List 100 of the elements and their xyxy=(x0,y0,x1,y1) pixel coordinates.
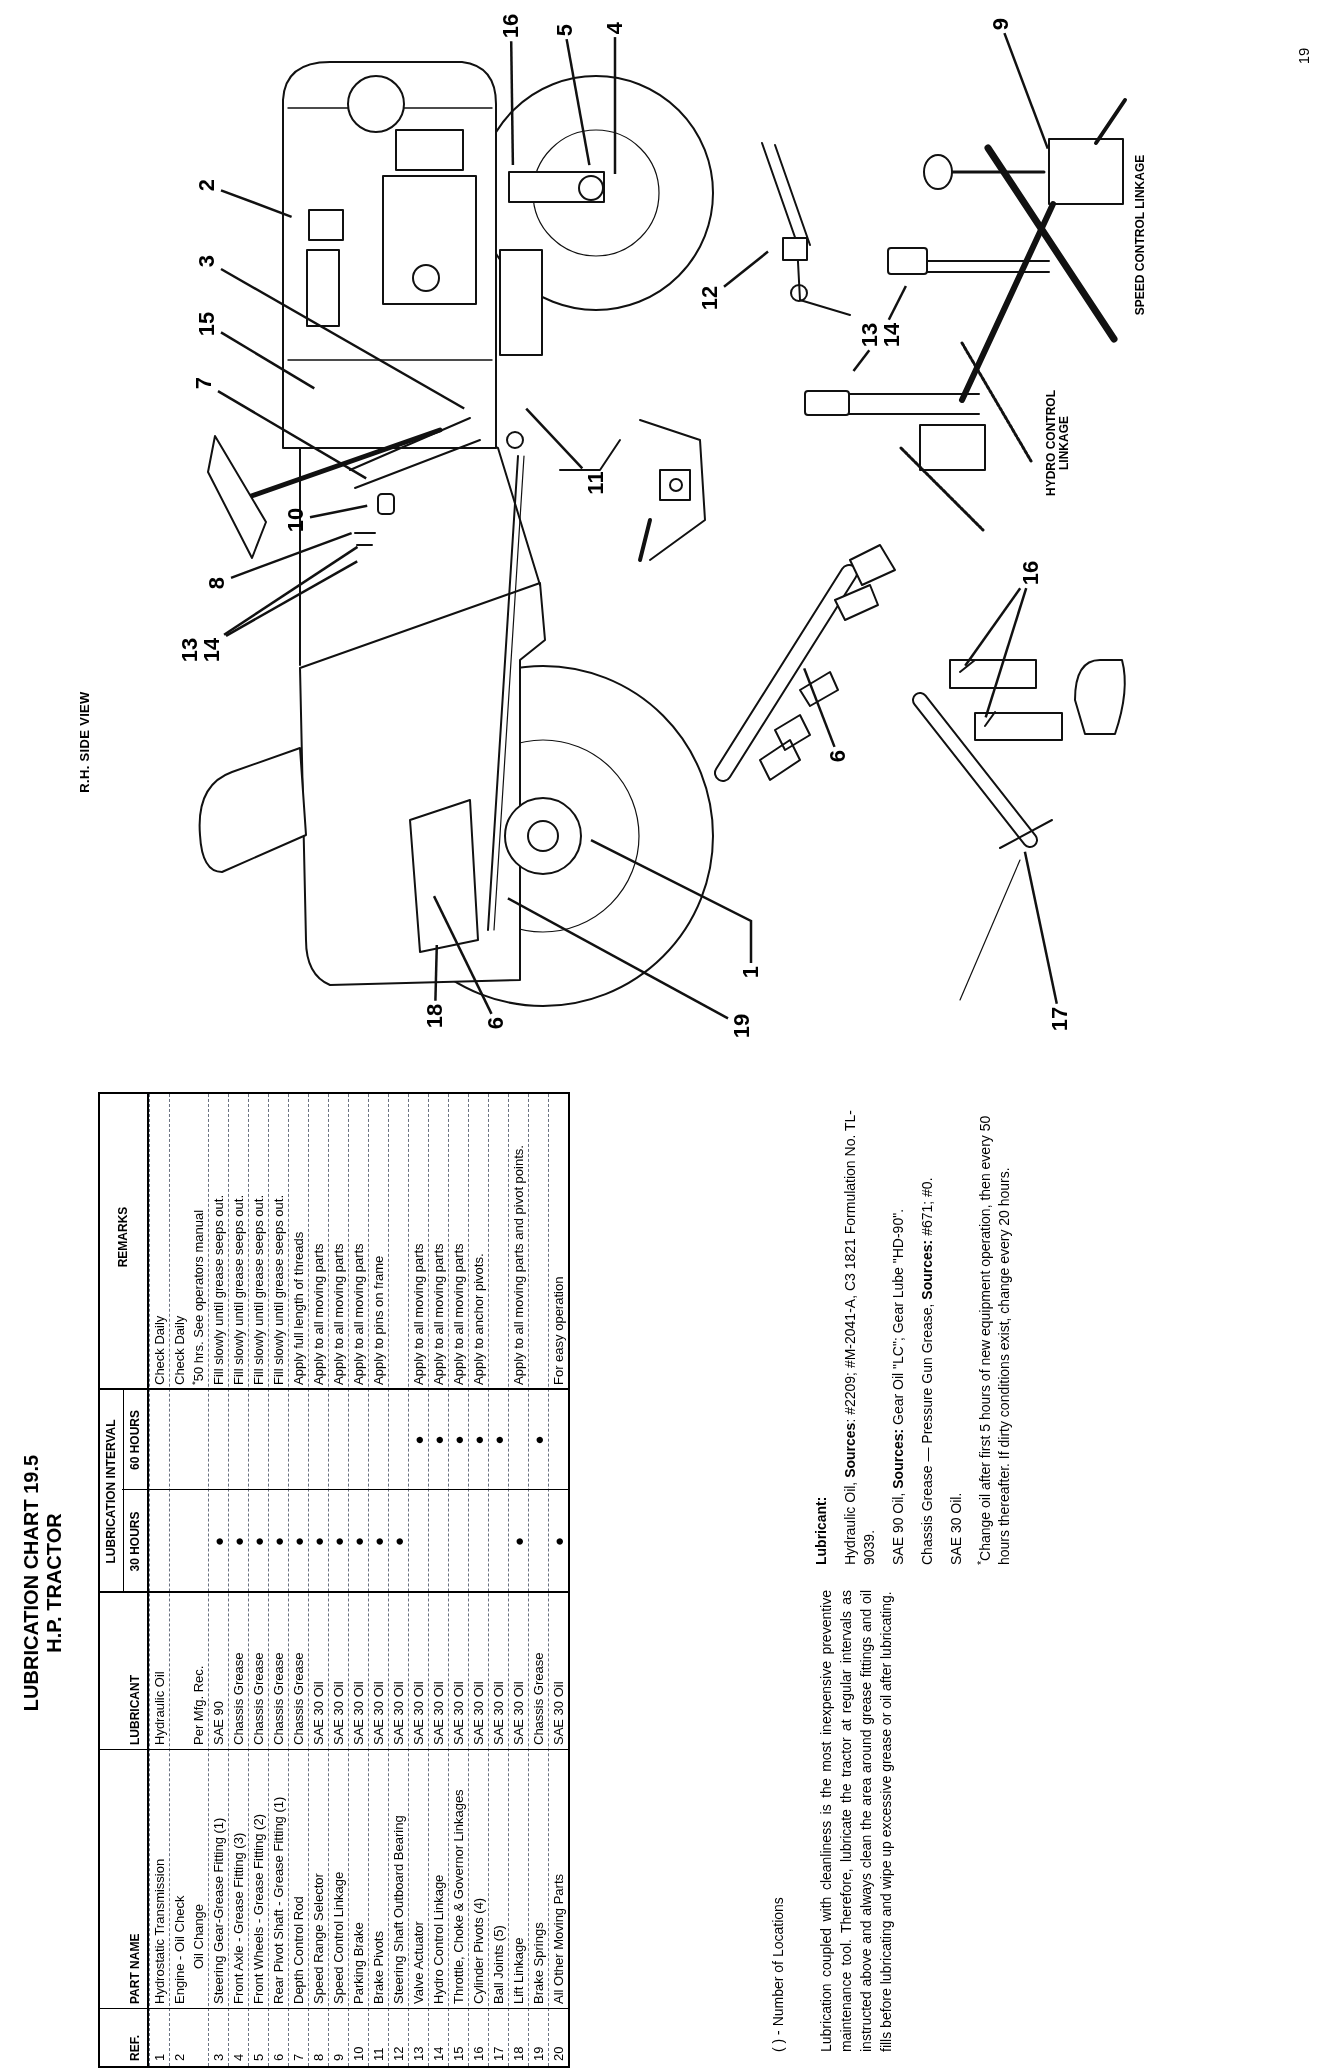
callout-number: 3 xyxy=(196,254,218,268)
lubricant-name: SAE 30 Oil xyxy=(410,1680,427,1747)
ref-number: 17 xyxy=(490,2045,507,2063)
part-name: Depth Control Rod xyxy=(290,1895,307,2006)
lubricant-name: Per Mfg. Rec. xyxy=(190,1664,207,1747)
leader-line xyxy=(309,504,368,519)
column-header: PART NAME xyxy=(127,1932,143,2006)
lubricant-name: SAE 30 Oil xyxy=(470,1680,487,1747)
remark-text: For easy operation xyxy=(550,1275,567,1387)
ref-number: 3 xyxy=(210,2052,227,2063)
remark-text: Fill slowly until grease seeps out. xyxy=(250,1193,267,1387)
leader-line xyxy=(852,349,871,372)
interval-dot: ● xyxy=(531,1435,546,1445)
lubricant-name: Chassis Grease xyxy=(270,1651,287,1747)
remark-text: Fill slowly until grease seeps out. xyxy=(210,1193,227,1387)
part-name: All Other Moving Parts xyxy=(550,1872,567,2006)
paragraph: SAE 90 Oil, Sources: Gear Oil "LC"; Gear Lube "HD-90". xyxy=(889,1207,907,1565)
callout-number: 9 xyxy=(990,17,1012,31)
interval-dot: ● xyxy=(231,1536,246,1547)
remark-text: Apply to all moving parts xyxy=(350,1242,367,1387)
leader-line xyxy=(525,407,584,470)
part-name: Lift Linkage xyxy=(510,1936,527,2006)
ref-number: 13 xyxy=(410,2045,427,2063)
part-name: Brake Springs xyxy=(530,1921,547,2006)
part-name: Valve Actuator xyxy=(410,1920,427,2006)
lubricant-name: SAE 30 Oil xyxy=(490,1680,507,1747)
callout-number: 8 xyxy=(206,576,228,590)
ref-number: 9 xyxy=(330,2052,347,2063)
leader-line xyxy=(507,897,729,1020)
part-name: Steering Gear-Grease Fitting (1) xyxy=(210,1816,227,2006)
callout-number: 7 xyxy=(193,376,215,390)
remark-text: Check Daily xyxy=(171,1314,188,1387)
leader-line xyxy=(887,285,907,321)
interval-dot: ● xyxy=(431,1435,446,1445)
interval-dot: ● xyxy=(371,1536,386,1547)
leader-line xyxy=(1003,32,1049,150)
interval-dot: ● xyxy=(471,1435,486,1445)
remark-text: Apply to anchor pivots. xyxy=(470,1252,487,1387)
leader-line xyxy=(223,545,359,636)
lubricant-name: SAE 30 Oil xyxy=(310,1680,327,1747)
interval-dot: ● xyxy=(211,1536,226,1547)
leader-line xyxy=(984,587,1028,718)
ref-number: 20 xyxy=(550,2045,567,2063)
ref-number: 6 xyxy=(270,2052,287,2063)
interval-dot: ● xyxy=(331,1536,346,1547)
interval-dot: ● xyxy=(411,1435,426,1445)
lubricant-name: SAE 30 Oil xyxy=(430,1680,447,1747)
interval-dot: ● xyxy=(291,1536,306,1547)
column-header: REMARKS xyxy=(115,1205,131,1270)
part-name: Steering Shaft Outboard Bearing xyxy=(390,1814,407,2006)
interval-dot: ● xyxy=(391,1536,406,1547)
leader-line xyxy=(1023,851,1059,1005)
leader-line xyxy=(434,944,439,1001)
assembly-caption: HYDRO CONTROL LINKAGE xyxy=(1045,389,1071,497)
column-header: LUBRICATION INTERVAL xyxy=(100,1390,124,1593)
lubricant-name: Hydraulic Oil xyxy=(151,1670,168,1747)
remark-text: Apply to pins on frame xyxy=(370,1254,387,1387)
ref-number: 5 xyxy=(250,2052,267,2063)
ref-number: 18 xyxy=(510,2045,527,2063)
column-header: 30 HOURS xyxy=(127,1510,143,1574)
part-name: Cylinder Pivots (4) xyxy=(470,1896,487,2006)
remark-text: Check Daily xyxy=(151,1314,168,1387)
lubricant-name: Chassis Grease xyxy=(290,1651,307,1747)
callout-number: 6 xyxy=(485,1016,507,1030)
interval-dot: ● xyxy=(451,1435,466,1445)
leader-line xyxy=(220,331,315,390)
remark-text: Apply to all moving parts and pivot points. xyxy=(510,1144,527,1387)
part-name: Throttle, Choke & Governor Linkages xyxy=(450,1788,467,2006)
lubricant-name: SAE 30 Oil xyxy=(510,1680,527,1747)
ref-number: 7 xyxy=(290,2052,307,2063)
interval-dot: ● xyxy=(271,1536,286,1547)
part-name: Front Wheels - Grease Fitting (2) xyxy=(250,1813,267,2006)
column-header: 60 HOURS xyxy=(127,1409,143,1472)
part-name: Hydrostatic Transmission xyxy=(151,1857,168,2006)
leader-line xyxy=(613,37,617,174)
callout-number: 13 xyxy=(859,322,881,348)
callout-number: 14 xyxy=(881,322,903,348)
paragraph: Hydraulic Oil, Sources: #2209; #M-2041-A, C3 1821 Formulation No. TL-9039. xyxy=(841,1109,878,1565)
lubricant-name: SAE 90 xyxy=(210,1699,227,1747)
remark-text: Apply full length of threads xyxy=(290,1230,307,1387)
interval-dot: ● xyxy=(351,1536,366,1547)
remark-text: Apply to all moving parts xyxy=(430,1242,447,1387)
callout-number: 18 xyxy=(424,1003,446,1029)
lubricant-name: SAE 30 Oil xyxy=(370,1680,387,1747)
leader-line xyxy=(217,390,367,480)
part-name: Front Axle - Grease Fitting (3) xyxy=(230,1831,247,2006)
ref-number: 14 xyxy=(430,2045,447,2063)
paragraph: Chassis Grease — Pressure Gun Grease, Sources: #671; #0. xyxy=(918,1176,936,1565)
column-header: REF. xyxy=(127,2034,143,2063)
ref-number: 10 xyxy=(350,2045,367,2063)
callout-number: 5 xyxy=(554,23,576,37)
leader-line xyxy=(723,250,769,288)
leader-line xyxy=(230,531,353,579)
part-name: Speed Range Selector xyxy=(310,1872,327,2006)
leader-line xyxy=(220,189,293,218)
lubricant-name: SAE 30 Oil xyxy=(390,1680,407,1747)
callout-number: 16 xyxy=(1020,560,1042,586)
lubricant-name: SAE 30 Oil xyxy=(330,1680,347,1747)
part-name: Engine - Oil Check xyxy=(171,1894,188,2006)
callout-number: 17 xyxy=(1049,1006,1071,1032)
